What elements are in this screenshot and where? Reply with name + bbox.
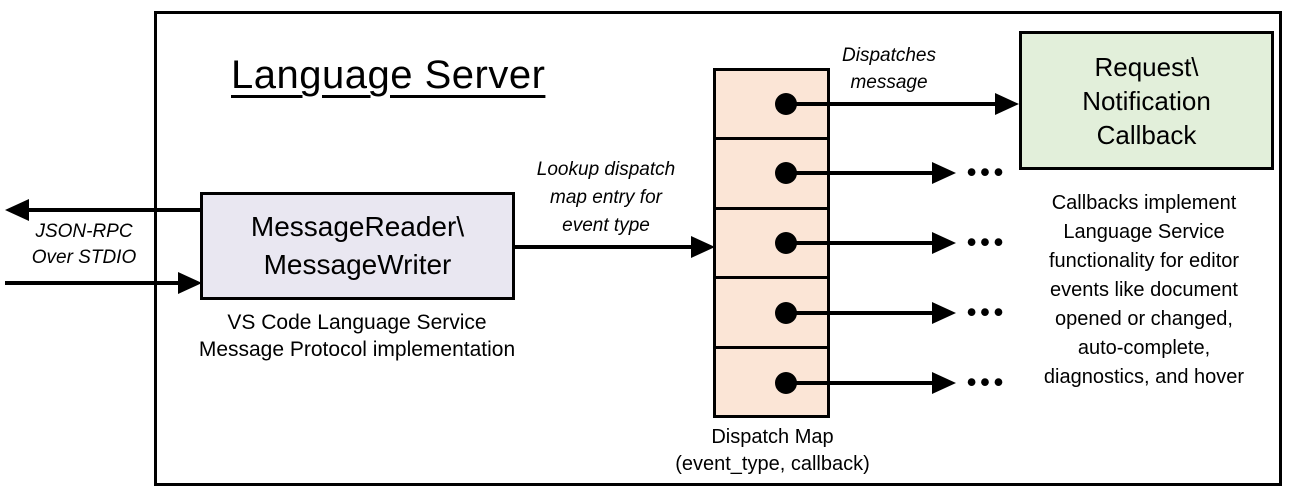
dispatches-message-label: Dispatches message: [842, 45, 936, 93]
dispatch-map-cell: [716, 71, 827, 141]
message-reader-writer-label: MessageReader\ MessageWriter: [250, 211, 465, 280]
request-notification-callback-box: Request\ Notification Callback: [1019, 31, 1274, 170]
dispatch-entry-dot: [775, 93, 797, 115]
arrow-shaft: [786, 381, 936, 385]
arrow-head-right-icon: [995, 93, 1019, 115]
message-reader-caption: VS Code Language Service Message Protoco…: [198, 311, 516, 361]
arrow-head-right-icon: [932, 232, 956, 254]
callback-box-label: Request\ Notification Callback: [1082, 51, 1211, 150]
arrow-shaft: [786, 311, 936, 315]
ellipsis: •••: [966, 227, 1008, 257]
arrow-shaft: [25, 208, 200, 212]
dispatch-map-cell: [716, 279, 827, 349]
dispatch-entry-dot: [775, 232, 797, 254]
dispatch-map-cell: [716, 210, 827, 280]
arrow-shaft: [515, 245, 695, 249]
arrow-head-right-icon: [932, 302, 956, 324]
dispatch-map-label: Dispatch Map (event_type, callback): [675, 426, 870, 475]
arrow-head-right-icon: [932, 162, 956, 184]
arrow-head-right-icon: [178, 272, 202, 294]
arrow-head-left-icon: [5, 199, 29, 221]
arrow-head-right-icon: [691, 236, 715, 258]
ellipsis: •••: [966, 297, 1008, 327]
callbacks-note: Callbacks implement Language Service fun…: [1043, 192, 1245, 388]
arrow-shaft: [786, 171, 936, 175]
ellipsis: •••: [966, 157, 1008, 187]
arrow-head-right-icon: [932, 372, 956, 394]
arrow-shaft: [5, 281, 182, 285]
arrow-shaft: [786, 241, 936, 245]
dispatch-entry-dot: [775, 372, 797, 394]
ellipsis: •••: [966, 367, 1008, 397]
json-rpc-stdio-label: JSON-RPC Over STDIO: [31, 221, 137, 268]
message-reader-writer-box: MessageReader\ MessageWriter: [200, 192, 515, 300]
dispatch-entry-dot: [775, 302, 797, 324]
arrow-shaft: [786, 102, 999, 106]
diagram-title: Language Server: [231, 53, 546, 97]
dispatch-entry-dot: [775, 162, 797, 184]
dispatch-map-cell: [716, 140, 827, 210]
lookup-dispatch-label: Lookup dispatch map entry for event type: [536, 159, 676, 236]
